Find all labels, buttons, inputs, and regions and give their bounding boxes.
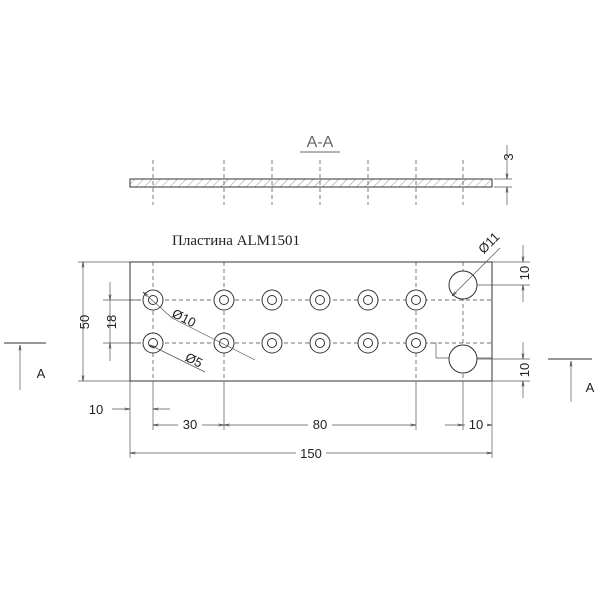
right-dimensions: 10 10 [477, 245, 532, 398]
diameter-leaders [142, 247, 501, 373]
hole-row-bottom [142, 332, 427, 354]
section-strip [129, 178, 493, 188]
left-dimensions: 50 18 [77, 261, 140, 382]
section-view: A-A 3 [129, 134, 516, 205]
hole [405, 332, 427, 354]
section-marker-right: A [548, 358, 595, 402]
row-spacing-label: 18 [104, 315, 119, 329]
section-hole-cuts [152, 160, 464, 205]
thickness-dimension: 3 [494, 145, 516, 205]
hole [213, 332, 235, 354]
first-pitch-label: 30 [183, 417, 197, 432]
section-mark-left-label: A [37, 366, 46, 381]
hole [405, 289, 427, 311]
thickness-value: 3 [501, 153, 516, 160]
large-hole-bottom [448, 344, 478, 374]
section-marker-left: A [4, 342, 46, 390]
right-top-offset-label: 10 [517, 266, 532, 280]
hole [261, 332, 283, 354]
dim-label-bg [296, 445, 326, 459]
right-edge-offset-label: 10 [469, 417, 483, 432]
bottom-dimensions: 10 30 80 10 150 [89, 381, 493, 461]
part-title: Пластина ALM1501 [172, 233, 300, 249]
hole [309, 289, 331, 311]
height-dimension-label: 50 [77, 315, 92, 329]
hole [357, 332, 379, 354]
section-mark-right-label: A [586, 380, 595, 395]
hole [261, 289, 283, 311]
plan-view: Ø10 Ø5 Ø11 [129, 229, 502, 382]
span-label: 80 [313, 417, 327, 432]
diameter-10-label: Ø10 [170, 306, 199, 331]
hole [309, 332, 331, 354]
hole [213, 289, 235, 311]
hole [357, 289, 379, 311]
diameter-11-label: Ø11 [475, 229, 502, 256]
right-bottom-offset-label: 10 [517, 363, 532, 377]
dim-label-bg [308, 417, 332, 431]
length-label: 150 [300, 446, 322, 461]
left-edge-offset-label: 10 [89, 402, 103, 417]
dim-label-bg [178, 417, 202, 431]
plate-outline [129, 261, 493, 382]
dim-label-bg [465, 417, 487, 431]
section-label: A-A [307, 134, 334, 151]
diameter-5-label: Ø5 [183, 349, 205, 370]
